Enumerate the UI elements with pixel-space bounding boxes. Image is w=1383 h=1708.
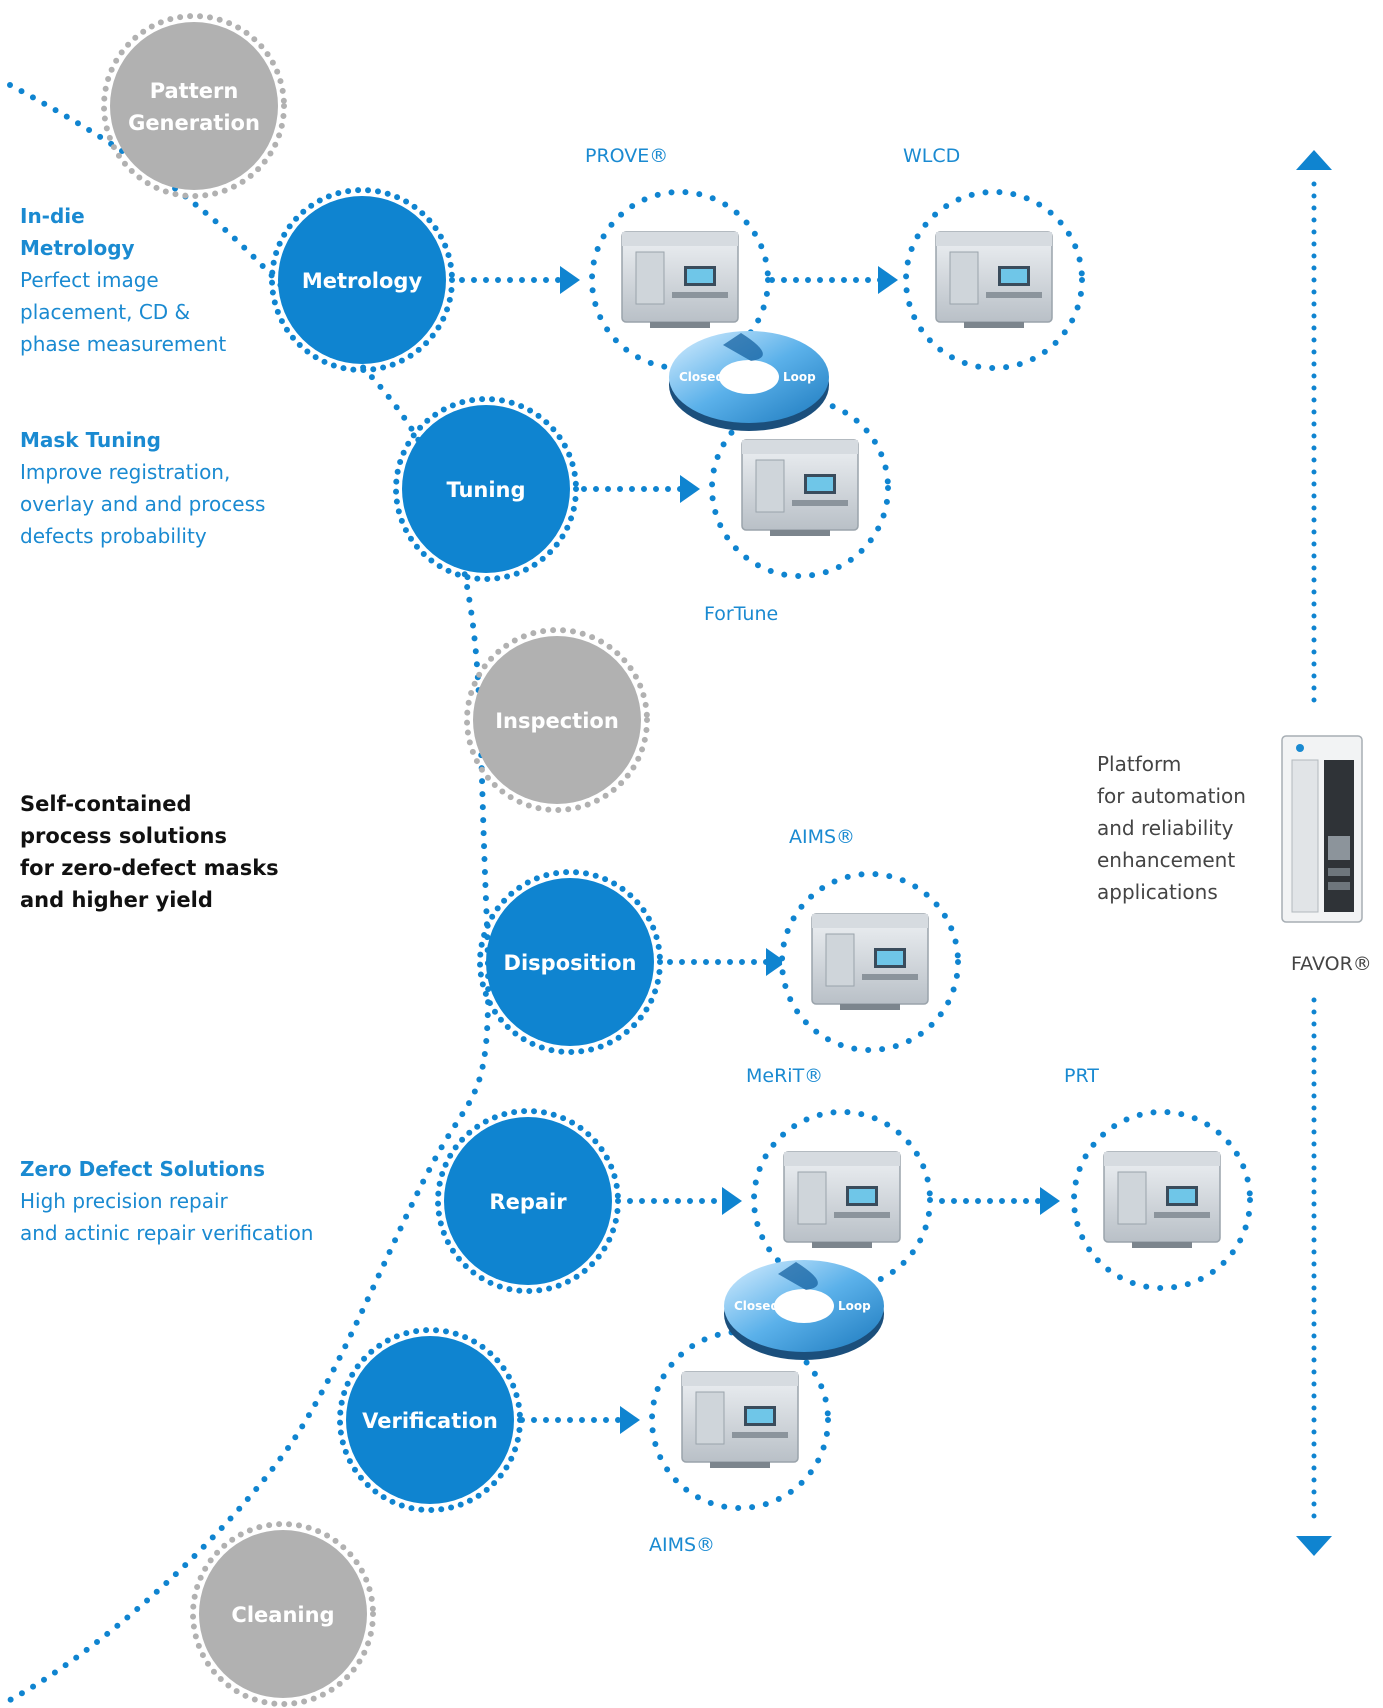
tool-aims-top bbox=[779, 871, 961, 1053]
platform-line: Platform bbox=[1097, 752, 1182, 776]
description-text: phase measurement bbox=[20, 332, 227, 356]
machine-icon bbox=[811, 913, 929, 1010]
description-heading: In-die bbox=[20, 204, 85, 228]
description-heading: Mask Tuning bbox=[20, 428, 161, 452]
closed-loop-label: Loop bbox=[838, 1299, 871, 1313]
closed-loop-label: Closed bbox=[679, 370, 724, 384]
tool-label-prt: PRT bbox=[1064, 1065, 1099, 1087]
stage-label: Generation bbox=[128, 111, 260, 135]
tool-label-prove: PROVE® bbox=[585, 145, 669, 167]
favor-platform bbox=[1281, 150, 1363, 1556]
machine-icon bbox=[783, 1151, 901, 1248]
closed-loop-label: Loop bbox=[783, 370, 816, 384]
stage-label: Disposition bbox=[504, 951, 637, 975]
description-zero-defect: Zero Defect Solutions High precision rep… bbox=[20, 1153, 313, 1249]
connector-tuning-fortune bbox=[581, 475, 700, 503]
arrow-up-icon bbox=[1296, 150, 1332, 170]
tagline-line: and higher yield bbox=[20, 888, 213, 912]
stage-label: Verification bbox=[362, 1409, 498, 1433]
closed-loop-top: Closed Loop bbox=[669, 331, 829, 431]
arrowhead-icon bbox=[878, 266, 898, 294]
stage-label: Metrology bbox=[302, 269, 423, 293]
description-text: overlay and and process bbox=[20, 492, 266, 516]
description-in-die-metrology: In-die Metrology Perfect image placement… bbox=[20, 200, 226, 360]
tool-label-favor: FAVOR® bbox=[1291, 953, 1372, 975]
description-mask-tuning: Mask Tuning Improve registration, overla… bbox=[20, 424, 265, 552]
stage-label: Inspection bbox=[495, 709, 619, 733]
tool-label-wlcd: WLCD bbox=[903, 145, 961, 167]
tagline-line: Self-contained bbox=[20, 792, 192, 816]
platform-description: Platform for automation and reliability … bbox=[1097, 748, 1246, 908]
tool-aims-bottom bbox=[649, 1329, 831, 1511]
connector-disposition-aims bbox=[667, 948, 786, 976]
description-heading: Metrology bbox=[20, 236, 135, 260]
description-text: High precision repair bbox=[20, 1189, 228, 1213]
stage-repair: Repair bbox=[435, 1108, 621, 1294]
tool-label-merit: MeRiT® bbox=[746, 1065, 824, 1087]
tool-prt bbox=[1071, 1109, 1253, 1291]
stage-cleaning: Cleaning bbox=[190, 1521, 376, 1707]
connector-layer bbox=[459, 266, 1060, 1434]
tool-fortune bbox=[709, 397, 891, 579]
machine-icon bbox=[681, 1371, 799, 1468]
description-text: Perfect image bbox=[20, 268, 159, 292]
favor-cabinet-icon bbox=[1281, 735, 1363, 923]
stage-label: Tuning bbox=[446, 478, 525, 502]
connector-prove-wlcd bbox=[769, 266, 898, 294]
arrowhead-icon bbox=[766, 948, 786, 976]
connector-repair-merit bbox=[627, 1187, 742, 1215]
platform-line: for automation bbox=[1097, 784, 1246, 808]
stage-label: Cleaning bbox=[231, 1603, 334, 1627]
arrowhead-icon bbox=[560, 266, 580, 294]
stage-layer: PatternGenerationMetrologyTuningInspecti… bbox=[101, 13, 663, 1707]
arrow-down-icon bbox=[1296, 1536, 1332, 1556]
machine-icon bbox=[1103, 1151, 1221, 1248]
platform-line: applications bbox=[1097, 880, 1218, 904]
tool-merit bbox=[751, 1109, 933, 1291]
tool-label-fortune: ForTune bbox=[704, 603, 779, 625]
tagline-line: process solutions bbox=[20, 824, 228, 848]
tool-wlcd bbox=[903, 189, 1085, 371]
stage-disposition: Disposition bbox=[477, 869, 663, 1055]
flow-curve-path bbox=[7, 82, 492, 1703]
connector-merit-prt bbox=[939, 1187, 1060, 1215]
arrowhead-icon bbox=[680, 475, 700, 503]
stage-metrology: Metrology bbox=[269, 187, 455, 373]
connector-metrology-prove bbox=[459, 266, 580, 294]
stage-label: Repair bbox=[489, 1190, 567, 1214]
stage-tuning: Tuning bbox=[393, 396, 579, 582]
connector-verification-aims bbox=[519, 1406, 640, 1434]
description-text: defects probability bbox=[20, 524, 207, 548]
description-text: placement, CD & bbox=[20, 300, 191, 324]
closed-loop-bottom: Closed Loop bbox=[724, 1260, 884, 1360]
process-flow-curve bbox=[7, 82, 492, 1703]
tool-label-aims-top: AIMS® bbox=[789, 826, 856, 848]
arrowhead-icon bbox=[722, 1187, 742, 1215]
arrowhead-icon bbox=[620, 1406, 640, 1434]
machine-icon bbox=[741, 439, 859, 536]
machine-icon bbox=[935, 231, 1053, 328]
tagline-line: for zero-defect masks bbox=[20, 856, 279, 880]
arrowhead-icon bbox=[1040, 1187, 1060, 1215]
stage-verification: Verification bbox=[337, 1327, 523, 1513]
machine-icon bbox=[621, 231, 739, 328]
description-text: and actinic repair verification bbox=[20, 1221, 314, 1245]
closed-loop-label: Closed bbox=[734, 1299, 779, 1313]
platform-line: and reliability bbox=[1097, 816, 1234, 840]
tool-prove bbox=[589, 189, 771, 371]
platform-line: enhancement bbox=[1097, 848, 1236, 872]
description-text: Improve registration, bbox=[20, 460, 231, 484]
tagline: Self-contained process solutions for zer… bbox=[20, 788, 279, 916]
stage-label: Pattern bbox=[150, 79, 239, 103]
stage-inspection: Inspection bbox=[464, 627, 650, 813]
tool-label-aims-bottom: AIMS® bbox=[649, 1534, 716, 1556]
description-heading: Zero Defect Solutions bbox=[20, 1157, 265, 1181]
